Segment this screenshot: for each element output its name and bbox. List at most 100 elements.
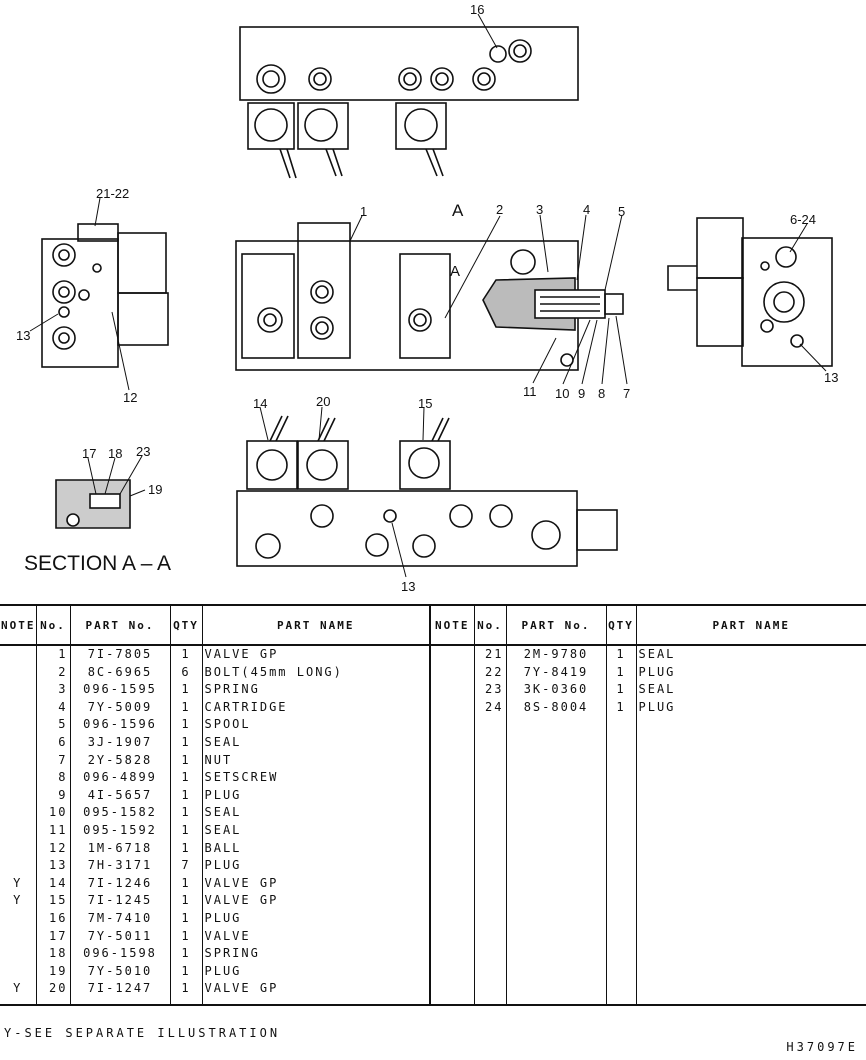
callout-21-22: 21-22 <box>96 186 129 201</box>
cell-qty: 1 <box>170 892 203 910</box>
callout-3: 3 <box>536 202 543 217</box>
header-part-name-right: PART NAME <box>636 604 866 646</box>
cell-name: VALVE GP <box>202 980 431 998</box>
cell-note-right <box>430 892 475 910</box>
section-a-a-view <box>55 479 131 529</box>
callout-23: 23 <box>136 444 150 459</box>
cell-no-right <box>474 821 507 840</box>
cell-note-right <box>430 681 475 699</box>
cell-part-no: 7I-7805 <box>70 645 171 664</box>
cell-no: 5 <box>36 716 71 734</box>
cell-no: 18 <box>36 945 71 963</box>
cell-name: SETSCREW <box>202 769 431 787</box>
cell-no: 16 <box>36 909 71 928</box>
cell-note <box>0 786 37 805</box>
cell-note <box>0 751 37 770</box>
cell-part-no: 7Y-5010 <box>70 962 171 981</box>
cell-qty-right <box>606 821 637 840</box>
cell-qty: 1 <box>170 786 203 805</box>
cell-qty: 1 <box>170 874 203 893</box>
cell-note <box>0 645 37 664</box>
callout-14: 14 <box>253 396 267 411</box>
cell-part-no: 7I-1245 <box>70 892 171 910</box>
callout-2: 2 <box>496 202 503 217</box>
cell-name: VALVE GP <box>202 874 431 893</box>
cell-qty: 7 <box>170 857 203 875</box>
cell-no-right <box>474 733 507 752</box>
top-view <box>239 26 579 179</box>
cell-no-right <box>474 962 507 981</box>
cell-part-no-right <box>506 945 607 963</box>
cell-name: BALL <box>202 839 431 858</box>
header-note: NOTE <box>0 604 37 646</box>
cell-part-no-right <box>506 769 607 787</box>
cell-no: 12 <box>36 839 71 858</box>
cell-no: 14 <box>36 874 71 893</box>
cell-name-right <box>636 892 866 910</box>
callout-10: 10 <box>555 386 569 401</box>
cell-no-right <box>474 927 507 946</box>
cell-part-no: 1M-6718 <box>70 839 171 858</box>
cell-qty: 1 <box>170 909 203 928</box>
header-part-no: PART No. <box>70 604 171 646</box>
cell-part-no: 095-1592 <box>70 821 171 840</box>
cell-qty: 1 <box>170 645 203 664</box>
cell-part-no-right <box>506 716 607 734</box>
cell-note-right <box>430 874 475 893</box>
table-end-cell <box>0 997 37 1006</box>
cell-no: 8 <box>36 769 71 787</box>
callout-6-24: 6-24 <box>790 212 816 227</box>
bottom-view <box>236 415 618 567</box>
cell-no-right <box>474 786 507 805</box>
cell-part-no: 3J-1907 <box>70 733 171 752</box>
section-marker-a-lower: A <box>450 263 460 280</box>
cell-name: BOLT(45mm LONG) <box>202 663 431 682</box>
table-end-row <box>0 997 866 1006</box>
cell-name: SPRING <box>202 945 431 963</box>
callout-8: 8 <box>598 386 605 401</box>
cell-note <box>0 962 37 981</box>
callout-13-bottom: 13 <box>401 579 415 594</box>
cell-note-right <box>430 821 475 840</box>
cell-qty-right <box>606 786 637 805</box>
cell-name-right <box>636 787 866 805</box>
cell-note-right <box>430 927 475 946</box>
cell-qty-right <box>606 733 637 752</box>
cell-no-right <box>474 769 507 787</box>
cell-name-right: SEAL <box>638 647 676 661</box>
cell-note-right <box>430 962 475 981</box>
cell-qty-right <box>606 927 637 946</box>
callout-4: 4 <box>583 202 590 217</box>
callout-12: 12 <box>123 390 137 405</box>
cell-name-right <box>636 804 866 822</box>
cell-no: 15 <box>36 892 71 910</box>
cell-name-right <box>636 963 866 981</box>
cell-qty: 1 <box>170 821 203 840</box>
cell-qty: 1 <box>170 698 203 717</box>
table-end-cell <box>506 997 607 1006</box>
cell-name-right <box>636 875 866 893</box>
cell-qty-right <box>606 962 637 981</box>
cell-note <box>0 733 37 752</box>
cell-part-no: 096-1598 <box>70 945 171 963</box>
header-note-right: NOTE <box>430 604 475 646</box>
exploded-parts-drawing: 16 1 2 3 4 5 6-24 21-22 13 12 11 10 9 8 … <box>16 2 838 594</box>
cell-note <box>0 927 37 946</box>
cell-qty-right <box>606 804 637 822</box>
cell-note <box>0 698 37 717</box>
cell-no: 6 <box>36 733 71 752</box>
cell-no: 2 <box>36 663 71 682</box>
cell-note <box>0 663 37 682</box>
cell-note-right <box>430 698 475 717</box>
section-title: SECTION A – A <box>24 552 171 575</box>
cell-name: PLUG <box>202 962 431 981</box>
cell-no-right <box>474 980 507 998</box>
table-end-cell <box>70 997 171 1006</box>
table-end-cell <box>36 997 71 1006</box>
header-qty-right: QTY <box>606 604 637 646</box>
cell-part-no-right: 8S-8004 <box>506 698 607 717</box>
